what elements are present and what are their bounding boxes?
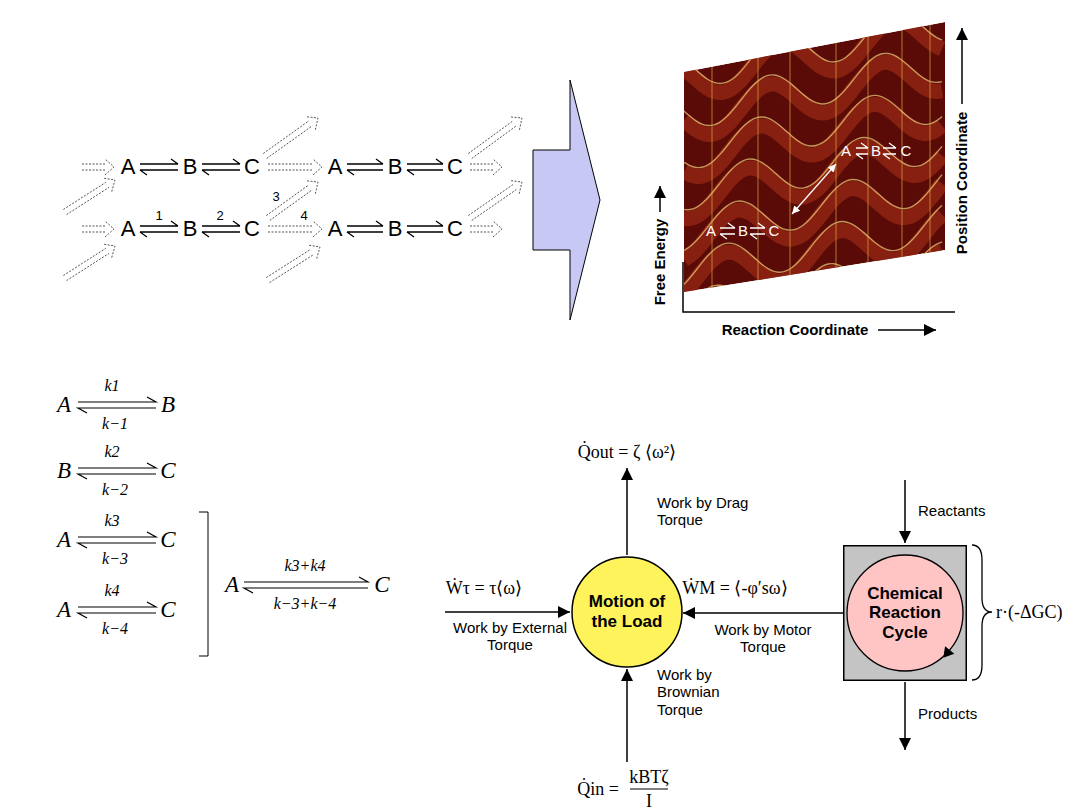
species-symbol: B <box>57 458 71 484</box>
free-energy-formula: r·(-ΔGC) <box>996 602 1063 623</box>
species-symbol: A <box>57 597 71 623</box>
landscape-letter: C <box>901 142 912 159</box>
species-symbol: C <box>160 597 175 623</box>
species-letter: B <box>388 216 403 241</box>
work-label: Work by Brownian Torque <box>657 666 757 718</box>
species-letter: A <box>328 154 343 179</box>
heat-formula: Q̇out = ζ ⟨ω²⟩ <box>578 442 676 463</box>
axis-label: Free Energy <box>651 219 668 306</box>
node-label: Chemical Reaction Cycle <box>857 584 953 643</box>
work-formula: ẆM = ⟨-φ′sω⟩ <box>682 578 787 599</box>
rate-constant: k2 <box>104 443 119 461</box>
landscape-letter: B <box>871 142 881 159</box>
edge-label: Work by Motor Torque <box>708 621 818 656</box>
rate-constant: k−3+k−4 <box>274 595 337 613</box>
species-letter: C <box>447 216 463 241</box>
species-letter: C <box>244 216 260 241</box>
species-letter: B <box>388 154 403 179</box>
heat-formula: I <box>646 791 652 810</box>
rate-constant: k−1 <box>102 415 128 433</box>
landscape-letter: B <box>738 222 748 239</box>
rate-constant: k3+k4 <box>285 557 326 575</box>
work-label: Work by Drag Torque <box>657 494 757 529</box>
species-symbol: C <box>160 527 175 553</box>
rate-constant: k1 <box>104 377 119 395</box>
species-letter: B <box>183 154 198 179</box>
rate-constant: k−3 <box>102 550 128 568</box>
work-formula: Ẇτ = τ⟨ω⟩ <box>446 578 522 599</box>
rate-constant: k−4 <box>102 620 128 638</box>
species-letter: B <box>183 216 198 241</box>
species-letter: A <box>121 154 136 179</box>
callout-number: 2 <box>216 209 223 224</box>
bracket <box>199 512 208 656</box>
callout-number: 1 <box>155 209 162 224</box>
work-label: Work by External Torque <box>445 619 575 654</box>
axes <box>660 28 962 330</box>
callout-number: 3 <box>272 190 279 205</box>
landscape-letter: C <box>769 222 780 239</box>
node-label: Motion of the Load <box>584 592 670 631</box>
landscape-arrows <box>720 143 896 239</box>
flow-label: Products <box>918 705 977 722</box>
species-symbol: C <box>160 458 175 484</box>
species-letter: A <box>328 216 343 241</box>
landscape-letter: A <box>706 222 716 239</box>
load-circle: Motion of the Load <box>571 556 683 668</box>
landscape-letter: A <box>841 142 851 159</box>
species-symbol: C <box>374 572 389 598</box>
heat-formula: Q̇in = <box>577 779 619 800</box>
flow-arrows <box>445 468 992 789</box>
species-symbol: A <box>57 527 71 553</box>
species-letter: C <box>244 154 260 179</box>
flow-label: Reactants <box>918 502 986 519</box>
species-symbol: B <box>161 392 175 418</box>
callout-number: 4 <box>300 209 307 224</box>
energy-landscape <box>684 0 945 407</box>
species-symbol: A <box>57 392 71 418</box>
axis-label: Position Coordinate <box>953 112 970 255</box>
block-arrow <box>533 80 600 320</box>
reaction-cycle-box: Chemical Reaction Cycle <box>843 545 967 681</box>
reaction-equations <box>78 397 368 618</box>
species-letter: C <box>447 154 463 179</box>
species-letter: A <box>121 216 136 241</box>
heat-formula: kBTζ <box>629 767 668 788</box>
work-arrow <box>683 612 843 614</box>
rate-constant: k3 <box>104 512 119 530</box>
axis-label: Reaction Coordinate <box>722 321 869 338</box>
rate-constant: k4 <box>104 582 119 600</box>
rate-constant: k−2 <box>102 481 128 499</box>
species-symbol: A <box>225 572 239 598</box>
reaction-scheme <box>63 117 522 283</box>
